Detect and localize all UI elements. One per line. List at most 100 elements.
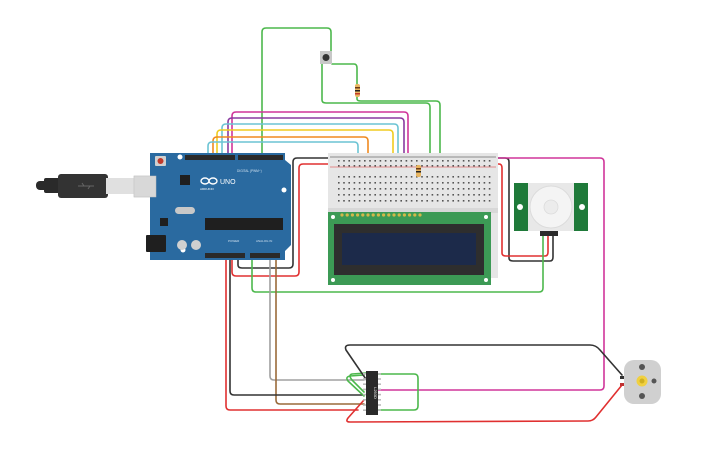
breadboard-hole [379, 160, 382, 162]
breadboard-hole [436, 176, 439, 178]
breadboard-hole [353, 176, 356, 178]
breadboard-hole [488, 176, 491, 178]
breadboard-hole [390, 200, 392, 202]
breadboard-hole [400, 182, 402, 184]
breadboard-hole [374, 165, 376, 167]
breadboard-hole [384, 188, 387, 190]
breadboard-hole [395, 188, 397, 190]
wire-gray-driver[interactable] [269, 159, 365, 381]
breadboard-hole [379, 194, 382, 196]
breadboard-hole [364, 165, 366, 167]
breadboard-hole [473, 200, 475, 202]
breadboard-hole [442, 165, 444, 167]
arduino-uno[interactable]: DIGITAL (PWM~) UNO ARDUINO POWER ANALOG … [133, 153, 291, 260]
wire-purple-lcd[interactable] [227, 117, 405, 213]
breadboard-hole [353, 194, 356, 196]
breadboard-hole [338, 194, 340, 196]
breadboard-hole [358, 200, 361, 202]
breadboard-hole [343, 182, 345, 184]
wire-cyan-lcd-1[interactable] [207, 141, 359, 213]
breadboard-hole [436, 182, 439, 184]
breadboard-hole [343, 194, 345, 196]
breadboard-hole [436, 188, 439, 190]
wire-yellow-lcd[interactable] [216, 129, 394, 213]
pushbutton[interactable] [320, 51, 332, 64]
breadboard-hole [473, 176, 475, 178]
resistor-top[interactable] [355, 84, 360, 97]
breadboard-hole [436, 194, 439, 196]
wire-red-5v-driver[interactable] [225, 257, 359, 411]
reset-button[interactable] [157, 158, 164, 164]
wire-red-driver-motor[interactable] [346, 384, 623, 423]
usb-icon [78, 182, 94, 190]
breadboard-hole [416, 176, 418, 178]
breadboard-hole [468, 188, 470, 190]
breadboard-hole [410, 160, 413, 162]
breadboard-hole [358, 188, 361, 190]
breadboard-hole [452, 194, 454, 196]
breadboard-hole [421, 182, 423, 184]
wire-red-5v-bb[interactable] [231, 163, 338, 277]
wire-black-bb-pir[interactable] [484, 157, 554, 262]
breadboard-hole [436, 165, 439, 167]
breadboard-hole [473, 182, 475, 184]
breadboard-hole [384, 200, 387, 202]
wire-red-bb-pir[interactable] [484, 163, 549, 257]
breadboard-hole [353, 188, 356, 190]
lcd-pin [382, 213, 386, 217]
resistor-breadboard[interactable] [416, 165, 421, 177]
breadboard-hole [348, 194, 350, 196]
breadboard-hole [488, 200, 491, 202]
breadboard-hole [421, 165, 423, 167]
wire-magenta-lcd[interactable] [231, 111, 409, 213]
breadboard-hole [447, 182, 449, 184]
breadboard-hole [379, 188, 382, 190]
wire-green-button[interactable] [261, 27, 332, 156]
breadboard-hole [364, 200, 366, 202]
breadboard-hole [426, 182, 428, 184]
chip-pin [363, 404, 366, 406]
pir-sensor[interactable] [514, 183, 588, 236]
breadboard-hole [390, 176, 392, 178]
breadboard-hole [468, 165, 470, 167]
breadboard-hole [452, 200, 454, 202]
wire-magenta-bb-driver[interactable] [371, 157, 605, 391]
breadboard-hole [395, 176, 397, 178]
breadboard-hole [447, 176, 449, 178]
wire-black-gnd-driver[interactable] [229, 257, 365, 396]
chip-pin [378, 378, 381, 380]
lcd-16x2[interactable] [328, 212, 491, 285]
chip-pin [378, 373, 381, 375]
wire-brown-driver[interactable] [275, 159, 365, 405]
breadboard-hole [421, 160, 423, 162]
breadboard-hole [442, 200, 444, 202]
breadboard-hole [379, 165, 382, 167]
wire-green-driver-left[interactable] [346, 374, 365, 397]
wire-green-button-res[interactable] [331, 63, 358, 85]
wire-green-button-bb[interactable] [321, 61, 431, 159]
breadboard-hole [338, 165, 340, 167]
breadboard-hole [395, 160, 397, 162]
breadboard-hole [447, 200, 449, 202]
breadboard-hole [478, 188, 480, 190]
breadboard-hole [348, 160, 350, 162]
breadboard-hole [431, 194, 434, 196]
wire-orange-lcd[interactable] [212, 136, 369, 213]
breadboard-hole [405, 176, 408, 178]
wire-cyan-lcd-2[interactable] [221, 123, 399, 213]
arduino-logo [200, 177, 218, 185]
model-label: UNO [220, 179, 236, 186]
breadboard-hole [488, 188, 491, 190]
dc-motor[interactable] [620, 360, 661, 404]
wire-green-pir-signal[interactable] [251, 235, 544, 293]
breadboard-hole [379, 176, 382, 178]
wire-black-gnd-bb[interactable] [237, 157, 338, 269]
wire-green-res-bb[interactable] [356, 96, 441, 159]
motor-driver-l293d[interactable]: L293D [363, 371, 381, 415]
wire-black-driver-motor[interactable] [344, 344, 623, 389]
wire-green-driver-loop[interactable] [377, 373, 419, 411]
chip-pin [363, 373, 366, 375]
breadboard-hole [364, 160, 366, 162]
brand-label: ARDUINO [200, 187, 215, 191]
